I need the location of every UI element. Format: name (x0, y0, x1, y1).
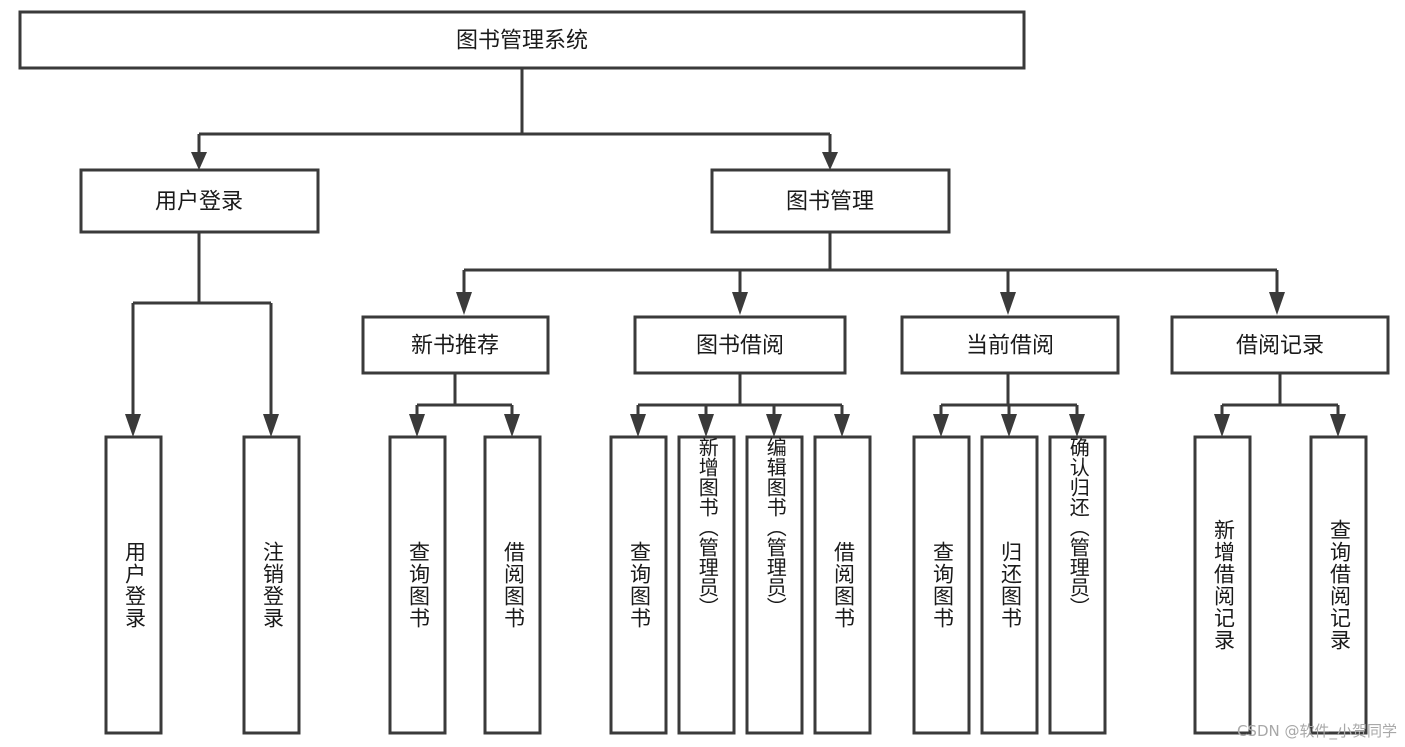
arrow-head-ul-leaf1 (125, 414, 141, 437)
arrow-head-user-login (191, 152, 207, 170)
node-book-management-label: 图书管理 (786, 190, 874, 215)
leaf-boxes-borrow-record (1193, 435, 1368, 735)
arrow-head-nb-l1 (409, 414, 425, 437)
arrow-head-bb-l2 (698, 414, 714, 437)
node-root[interactable]: 图书管理系统 (18, 10, 1026, 70)
leaf-boxes-new-book-recommend (388, 435, 542, 735)
connectors-new-book-to-leaves (409, 373, 520, 437)
arrow-head-bb-l4 (834, 414, 850, 437)
node-book-borrow-box[interactable] (633, 315, 847, 375)
leaf-boxes-user-login (104, 435, 301, 735)
arrow-head-bb-l3 (766, 414, 782, 437)
node-current-borrow[interactable]: 当前借阅 (900, 315, 1120, 375)
connectors-book-mgmt-to-level3 (456, 232, 1285, 315)
arrow-head-br-l1 (1214, 414, 1230, 437)
node-borrow-record-box[interactable] (1170, 315, 1390, 375)
node-new-book-recommend-label: 新书推荐 (411, 334, 499, 359)
arrow-head-cb-l3 (1069, 414, 1085, 437)
leaf-box-new-book-1[interactable] (483, 435, 542, 735)
node-new-book-recommend[interactable]: 新书推荐 (361, 315, 550, 375)
node-user-login[interactable]: 用户登录 (79, 168, 320, 234)
node-borrow-record-label: 借阅记录 (1236, 334, 1324, 359)
leaf-box-borrow-record-0[interactable] (1193, 435, 1252, 735)
arrow-head-br-l2 (1330, 414, 1346, 437)
leaf-box-book-borrow-2[interactable] (745, 435, 804, 735)
leaf-boxes-current-borrow (912, 435, 1107, 735)
leaf-box-user-login-0[interactable] (104, 435, 163, 735)
node-user-login-label: 用户登录 (155, 190, 243, 215)
node-root-box[interactable] (18, 10, 1026, 70)
leaf-box-borrow-record-1[interactable] (1309, 435, 1368, 735)
arrow-head-cb-l2 (1001, 414, 1017, 437)
node-book-management[interactable]: 图书管理 (710, 168, 951, 234)
node-current-borrow-box[interactable] (900, 315, 1120, 375)
arrow-head-new-book (456, 292, 472, 315)
arrow-head-book-mgmt (822, 152, 838, 170)
leaf-box-current-borrow-0[interactable] (912, 435, 971, 735)
arrow-head-borrow-record (1269, 292, 1285, 315)
watermark-text: CSDN @软件_小贺同学 (1236, 722, 1397, 740)
leaf-box-new-book-0[interactable] (388, 435, 447, 735)
node-book-borrow-label: 图书借阅 (696, 334, 784, 359)
node-book-management-box[interactable] (710, 168, 951, 234)
leaf-boxes-book-borrow (609, 435, 872, 735)
node-root-label: 图书管理系统 (456, 29, 588, 54)
connectors-root-to-level2 (191, 68, 838, 170)
connectors-book-borrow-to-leaves (630, 373, 850, 437)
arrow-head-book-borrow (732, 292, 748, 315)
arrow-head-current-borrow (1000, 292, 1016, 315)
arrow-head-nb-l2 (504, 414, 520, 437)
connectors-current-borrow-to-leaves (933, 373, 1085, 437)
arrow-head-ul-leaf2 (263, 414, 279, 437)
leaf-box-current-borrow-1[interactable] (980, 435, 1039, 735)
node-new-book-recommend-box[interactable] (361, 315, 550, 375)
node-borrow-record[interactable]: 借阅记录 (1170, 315, 1390, 375)
leaf-box-current-borrow-2[interactable] (1048, 435, 1107, 735)
leaf-box-book-borrow-1[interactable] (677, 435, 736, 735)
arrow-head-cb-l1 (933, 414, 949, 437)
connectors-user-login-to-leaves (125, 232, 279, 437)
leaf-box-user-login-1[interactable] (242, 435, 301, 735)
node-book-borrow[interactable]: 图书借阅 (633, 315, 847, 375)
arrow-head-bb-l1 (630, 414, 646, 437)
node-current-borrow-label: 当前借阅 (966, 334, 1054, 359)
leaf-box-book-borrow-3[interactable] (813, 435, 872, 735)
connectors-borrow-record-to-leaves (1214, 373, 1346, 437)
leaf-box-book-borrow-0[interactable] (609, 435, 668, 735)
node-user-login-box[interactable] (79, 168, 320, 234)
